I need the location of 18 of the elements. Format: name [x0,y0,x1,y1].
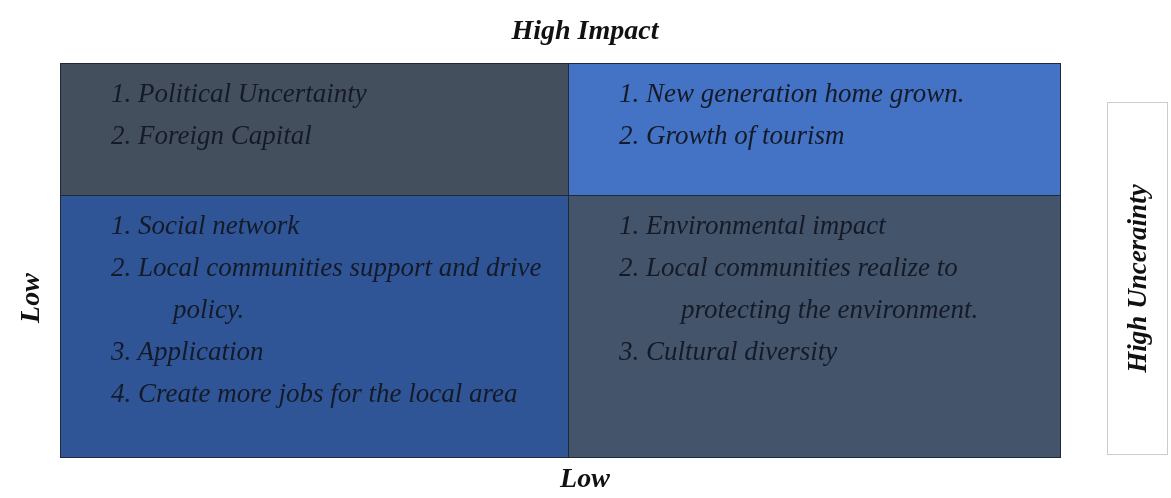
quadrant-box [568,195,1061,458]
axis-label: High Impact [511,14,659,46]
list-item: 1. Social network [111,209,301,242]
list-item: 4. Create more jobs for the local area [111,377,519,410]
list-item: 2. Local communities support and drive policy. [111,251,543,326]
list-item: 2. Local communities realize to protecting the environment. [619,251,980,326]
list-item: 2. Growth of tourism [619,119,846,152]
axis-label: Low [560,462,610,494]
list-item: 3. Cultural diversity [619,335,839,368]
quadrant-box [568,63,1061,196]
list-item: 1. New generation home grown. [619,77,966,110]
list-item: 3. Application [111,335,265,368]
axis-title: High Uncerainty [1122,184,1153,373]
quadrant-box [60,195,569,458]
quadrant-box [60,63,569,196]
axis-label: Low [14,273,46,323]
label-box [1107,102,1168,455]
list-item: 1. Environmental impact [619,209,888,242]
